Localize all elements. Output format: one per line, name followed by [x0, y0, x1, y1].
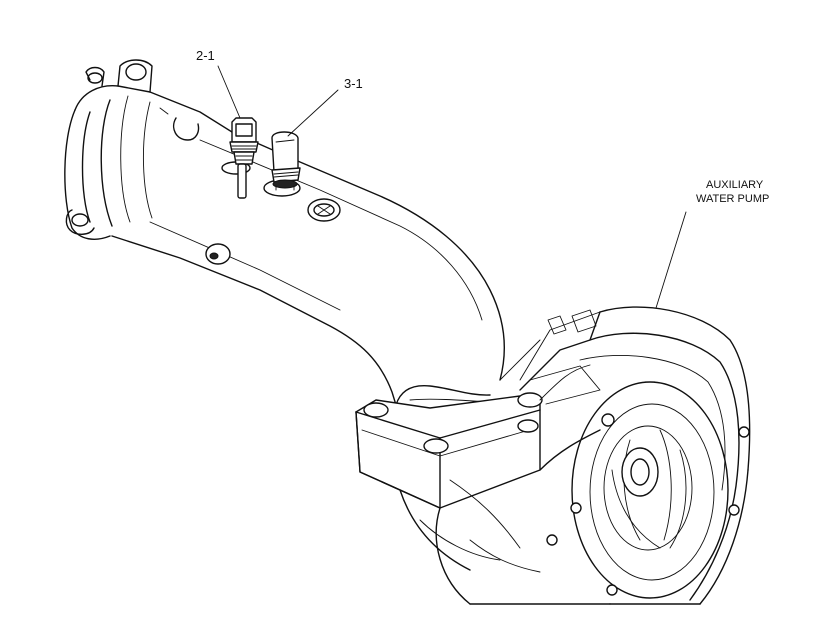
leader-lines — [217, 65, 687, 309]
leader-2-1 — [217, 65, 241, 119]
labels: 2-1 3-1 AUXILIARY WATER PUMP — [196, 48, 769, 205]
elbow-pipe — [111, 131, 505, 406]
pump-volute — [399, 311, 611, 605]
auxiliary-pump-housing — [529, 306, 751, 605]
sensor-3-1[interactable] — [271, 131, 301, 191]
sensor-2-1[interactable] — [229, 117, 259, 199]
leader-aux-pump — [655, 211, 687, 309]
aux-pump-label-line1: AUXILIARY — [706, 179, 764, 191]
aux-pump-label-line2: WATER PUMP — [696, 193, 769, 205]
left-flange-housing — [64, 59, 233, 240]
lower-flange-block — [355, 392, 543, 509]
callout-3-1: 3-1 — [344, 76, 363, 91]
leader-3-1 — [287, 89, 339, 137]
callout-2-1: 2-1 — [196, 48, 215, 63]
